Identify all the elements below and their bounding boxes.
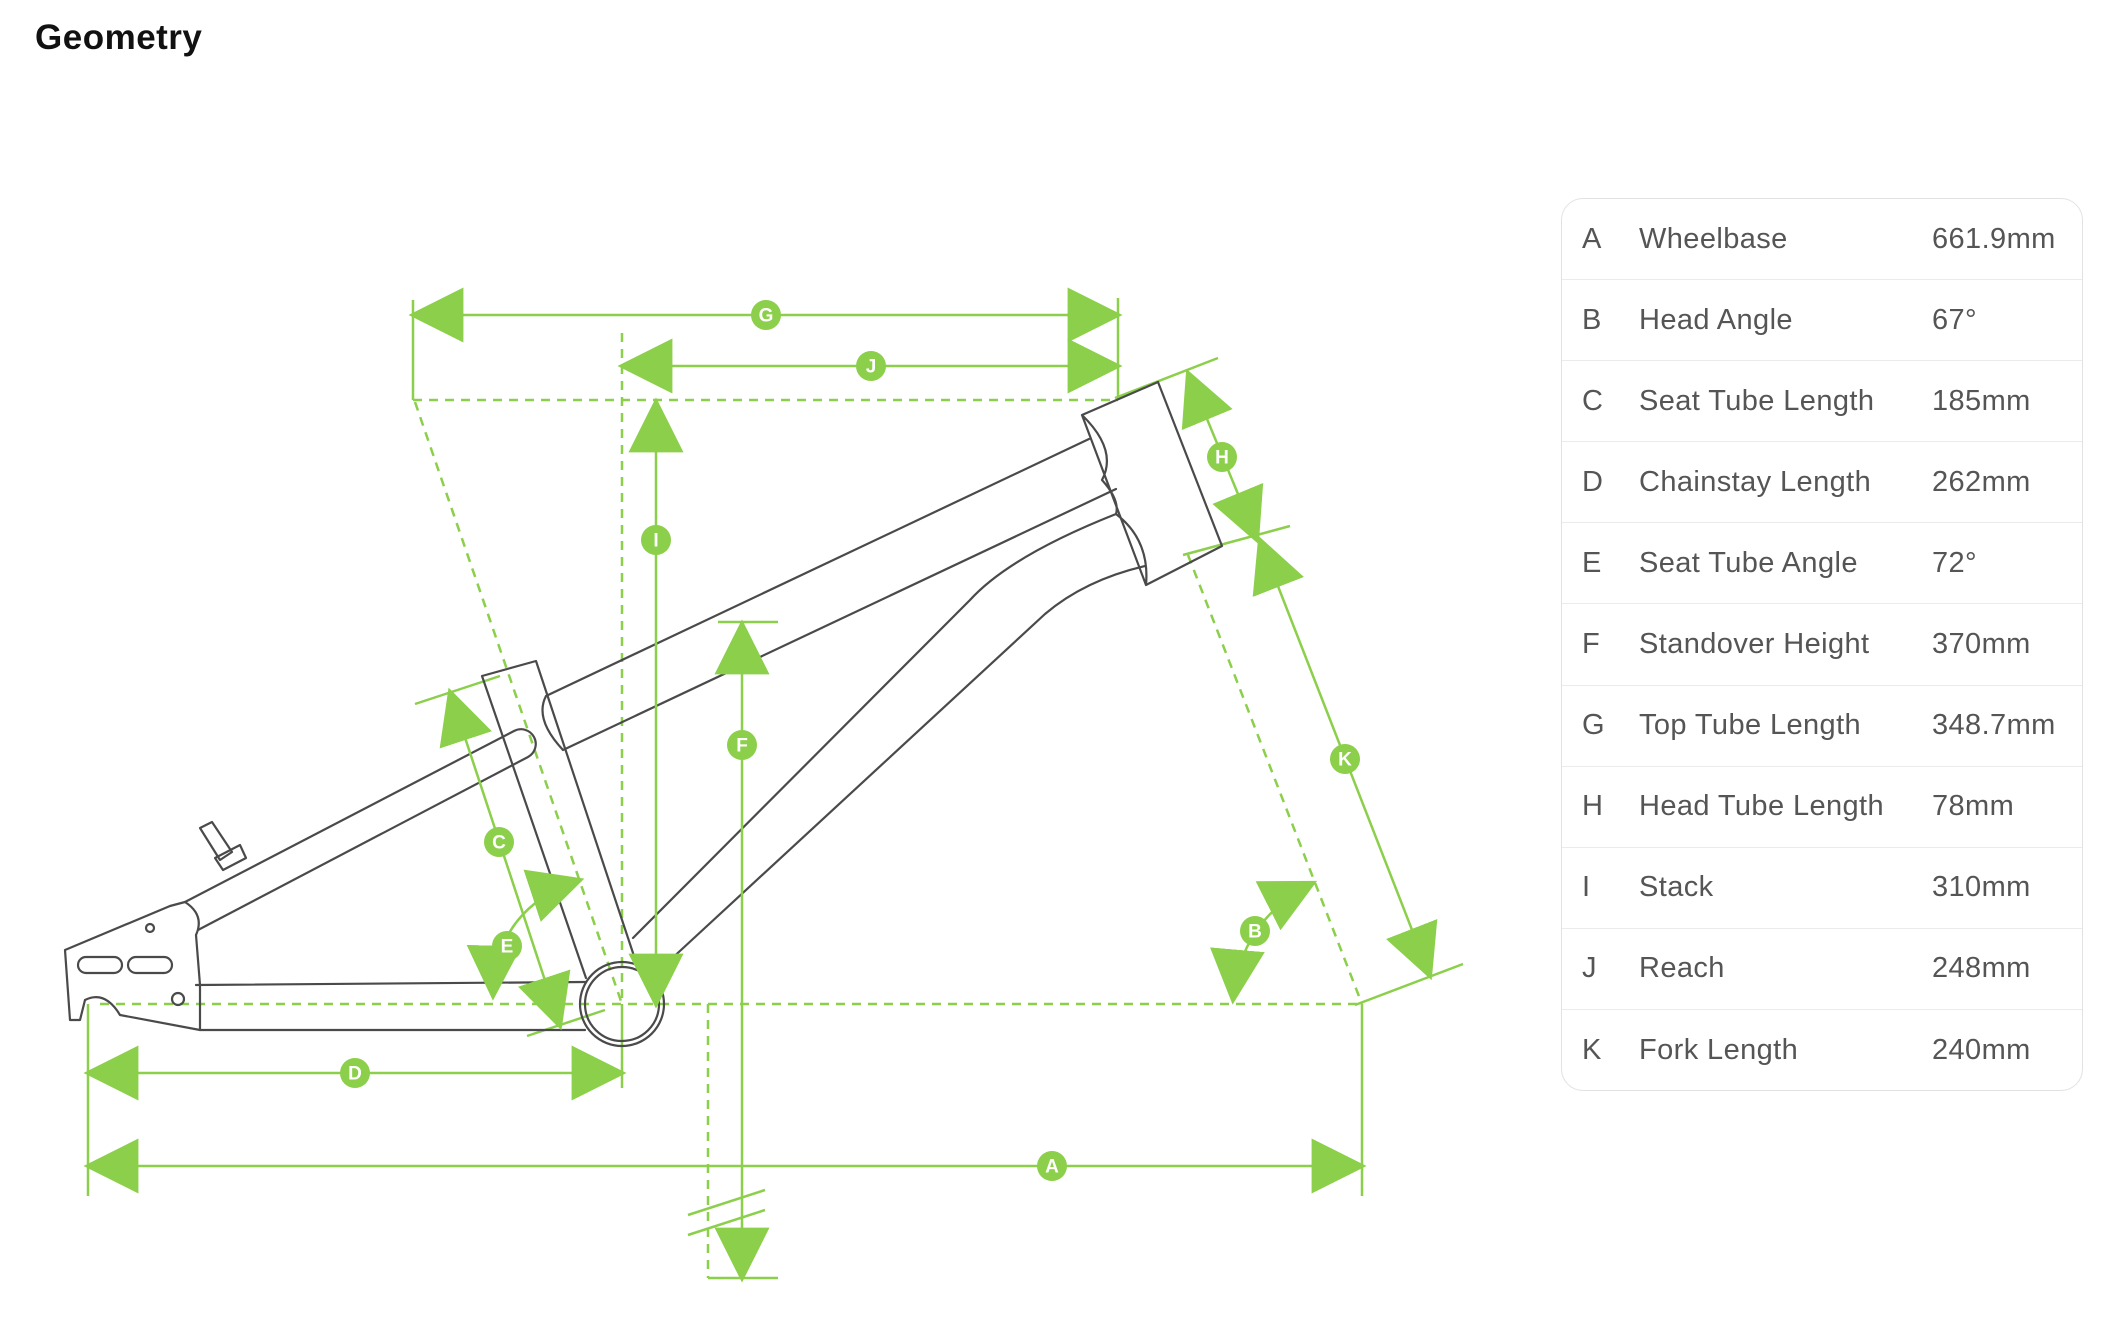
- dropout: [63, 900, 202, 1032]
- page-title: Geometry: [35, 18, 203, 57]
- row-letter: B: [1582, 303, 1602, 336]
- steering-axis: [1186, 554, 1364, 1005]
- badge-a: A: [1037, 1151, 1067, 1181]
- badge-e: E: [492, 931, 522, 961]
- table-row: D Chainstay Length 262mm: [1562, 442, 2082, 524]
- row-value: 262mm: [1932, 465, 2031, 498]
- row-letter: C: [1582, 384, 1604, 417]
- row-letter: D: [1582, 465, 1604, 498]
- row-label: Stack: [1639, 871, 1714, 904]
- svg-text:F: F: [736, 736, 748, 757]
- table-row: A Wheelbase 661.9mm: [1562, 199, 2082, 281]
- badge-j: J: [856, 351, 886, 381]
- dim-e-arc: [466, 869, 585, 1001]
- badge-d: D: [340, 1058, 370, 1088]
- svg-text:E: E: [501, 937, 514, 958]
- badge-k: K: [1330, 744, 1360, 774]
- row-letter: K: [1582, 1033, 1602, 1066]
- row-letter: I: [1582, 871, 1591, 904]
- row-label: Standover Height: [1639, 628, 1870, 661]
- table-row: G Top Tube Length 348.7mm: [1562, 686, 2082, 767]
- svg-text:B: B: [1248, 922, 1262, 943]
- svg-text:J: J: [866, 357, 877, 378]
- row-label: Wheelbase: [1639, 222, 1788, 255]
- frame-drawing: [63, 380, 1224, 1048]
- badge-i: I: [641, 525, 671, 555]
- row-letter: H: [1582, 790, 1604, 823]
- svg-text:C: C: [492, 833, 506, 854]
- svg-text:I: I: [653, 531, 658, 552]
- row-label: Chainstay Length: [1639, 465, 1872, 498]
- row-label: Head Tube Length: [1639, 790, 1885, 823]
- row-value: 78mm: [1932, 790, 2015, 823]
- row-label: Reach: [1639, 952, 1725, 985]
- row-value: 370mm: [1932, 628, 2031, 661]
- reference-lines: [86, 298, 1464, 1280]
- seat-tube: [480, 659, 636, 980]
- row-letter: E: [1582, 546, 1602, 579]
- svg-text:K: K: [1338, 750, 1352, 771]
- row-label: Top Tube Length: [1639, 709, 1862, 742]
- svg-text:A: A: [1045, 1157, 1059, 1178]
- head-tube: [1080, 380, 1224, 587]
- table-row: I Stack 310mm: [1562, 848, 2082, 929]
- badge-g: G: [751, 300, 781, 330]
- table-row: F Standover Height 370mm: [1562, 604, 2082, 686]
- badge-f: F: [727, 730, 757, 760]
- row-letter: F: [1582, 628, 1601, 661]
- table-row: K Fork Length 240mm: [1562, 1010, 2082, 1090]
- table-row: E Seat Tube Angle 72°: [1562, 523, 2082, 605]
- brake-mount: [198, 820, 248, 872]
- row-label: Seat Tube Length: [1639, 384, 1875, 417]
- row-value: 240mm: [1932, 1033, 2031, 1066]
- row-value: 72°: [1932, 546, 1978, 579]
- row-value: 348.7mm: [1932, 709, 2056, 742]
- row-letter: G: [1582, 709, 1605, 742]
- row-value: 185mm: [1932, 384, 2031, 417]
- row-value: 310mm: [1932, 871, 2031, 904]
- svg-text:G: G: [759, 306, 774, 327]
- row-letter: J: [1582, 952, 1597, 985]
- svg-text:H: H: [1215, 448, 1229, 469]
- row-value: 248mm: [1932, 952, 2031, 985]
- row-value: 661.9mm: [1932, 222, 2056, 255]
- row-label: Fork Length: [1639, 1033, 1799, 1066]
- table-row: B Head Angle 67°: [1562, 280, 2082, 362]
- down-tube: [631, 512, 1147, 964]
- badge-h: H: [1207, 442, 1237, 472]
- row-letter: A: [1582, 222, 1602, 255]
- table-row: H Head Tube Length 78mm: [1562, 767, 2082, 848]
- seat-stay: [183, 728, 537, 932]
- row-label: Head Angle: [1639, 303, 1793, 336]
- table-row: J Reach 248mm: [1562, 929, 2082, 1010]
- table-row: C Seat Tube Length 185mm: [1562, 361, 2082, 443]
- badge-c: C: [484, 827, 514, 857]
- seat-axis: [413, 401, 624, 1005]
- chainstay: [194, 980, 587, 1032]
- svg-text:D: D: [348, 1064, 362, 1085]
- row-label: Seat Tube Angle: [1639, 546, 1858, 579]
- badge-b: B: [1240, 916, 1270, 946]
- row-value: 67°: [1932, 303, 1978, 336]
- geometry-table: A Wheelbase 661.9mm B Head Angle 67° C S…: [1561, 198, 2083, 1091]
- top-tube: [541, 437, 1118, 752]
